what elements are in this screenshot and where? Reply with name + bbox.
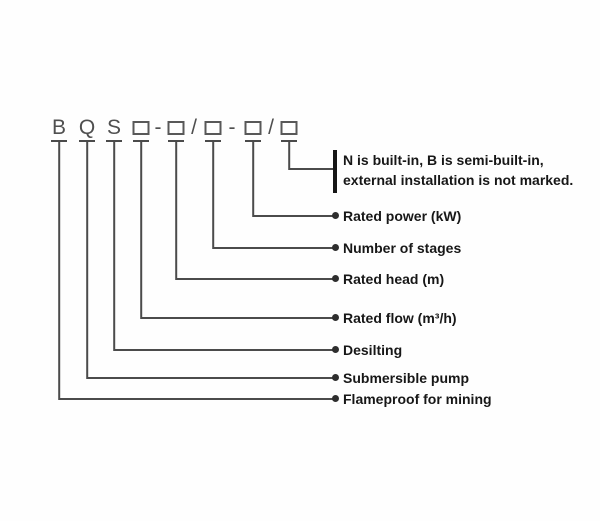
drop-rated-flow (140, 141, 142, 319)
bullet-rated-power (332, 212, 339, 219)
drop-installation (288, 141, 290, 170)
code-letter-submersible: Q (78, 116, 96, 139)
tick-flameproof (51, 140, 67, 142)
code-box-stages (204, 121, 222, 135)
drop-submersible (86, 141, 88, 379)
code-separator-slash: / (268, 116, 274, 139)
drop-rated-head (175, 141, 177, 280)
code-box-rated-head (167, 121, 185, 135)
bullet-submersible (332, 374, 339, 381)
label-rated-power: Rated power (kW) (343, 208, 462, 224)
bullet-desilting (332, 346, 339, 353)
code-letter-flameproof: B (51, 116, 67, 139)
leader-installation (289, 168, 334, 170)
tick-rated-flow (133, 140, 149, 142)
code-separator-dash: - (228, 116, 236, 139)
label-number-of-stages: Number of stages (343, 240, 462, 256)
drop-desilting (113, 141, 115, 351)
tick-submersible (79, 140, 95, 142)
label-installation-note: N is built-in, B is semi-built-in, exter… (343, 151, 573, 190)
label-flameproof: Flameproof for mining (343, 391, 492, 407)
bullet-flameproof (332, 395, 339, 402)
code-separator-slash: / (191, 116, 197, 139)
drop-flameproof (58, 141, 60, 400)
leader-desilting (114, 349, 333, 351)
code-box-rated-flow (132, 121, 150, 135)
note-line-2: external installation is not marked. (343, 171, 574, 188)
drop-stages (212, 141, 214, 249)
leader-rated-power (253, 215, 333, 217)
note-line-1: N is built-in, B is semi-built-in, (343, 152, 544, 168)
label-rated-head: Rated head (m) (343, 271, 445, 287)
leader-flameproof (59, 398, 333, 400)
tick-rated-head (168, 140, 184, 142)
leader-submersible (87, 377, 333, 379)
leader-rated-flow (141, 317, 333, 319)
code-letter-desilting: S (106, 116, 122, 139)
bullet-stages (332, 244, 339, 251)
label-desilting: Desilting (343, 342, 403, 358)
leader-stages (213, 247, 333, 249)
tick-desilting (106, 140, 122, 142)
code-separator-dash: - (154, 116, 162, 139)
label-rated-flow: Rated flow (m³/h) (343, 310, 457, 326)
code-box-rated-power (244, 121, 262, 135)
leader-rated-head (176, 278, 333, 280)
bullet-rated-flow (332, 314, 339, 321)
tick-stages (205, 140, 221, 142)
tick-rated-power (245, 140, 261, 142)
code-box-installation (280, 121, 298, 135)
label-submersible-pump: Submersible pump (343, 370, 470, 386)
note-terminator-bar (333, 150, 337, 193)
drop-rated-power (252, 141, 254, 217)
bullet-rated-head (332, 275, 339, 282)
tick-installation (281, 140, 297, 142)
